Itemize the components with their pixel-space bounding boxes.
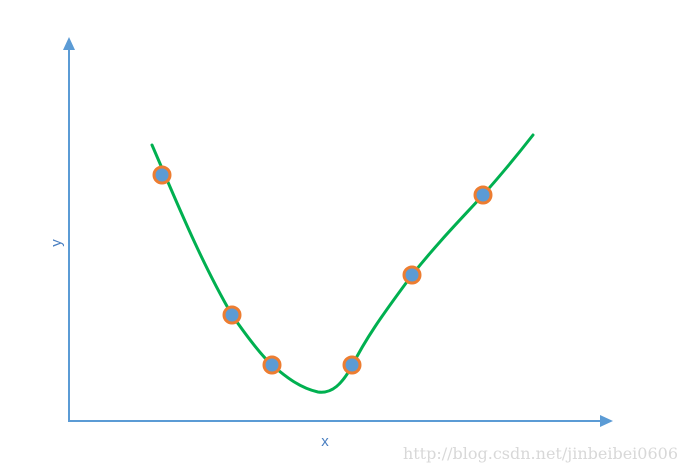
y-axis-arrowhead (63, 37, 75, 50)
x-axis-label: x (321, 433, 329, 450)
data-point (262, 355, 282, 375)
data-point (152, 165, 172, 185)
y-axis-label: y (48, 239, 65, 247)
data-point (402, 265, 422, 285)
data-point (222, 305, 242, 325)
data-point (342, 355, 362, 375)
data-point (473, 185, 493, 205)
fitted-curve (150, 133, 535, 394)
watermark-text: http://blog.csdn.net/jinbeibei0606 (403, 444, 678, 463)
x-axis-arrowhead (600, 415, 613, 427)
